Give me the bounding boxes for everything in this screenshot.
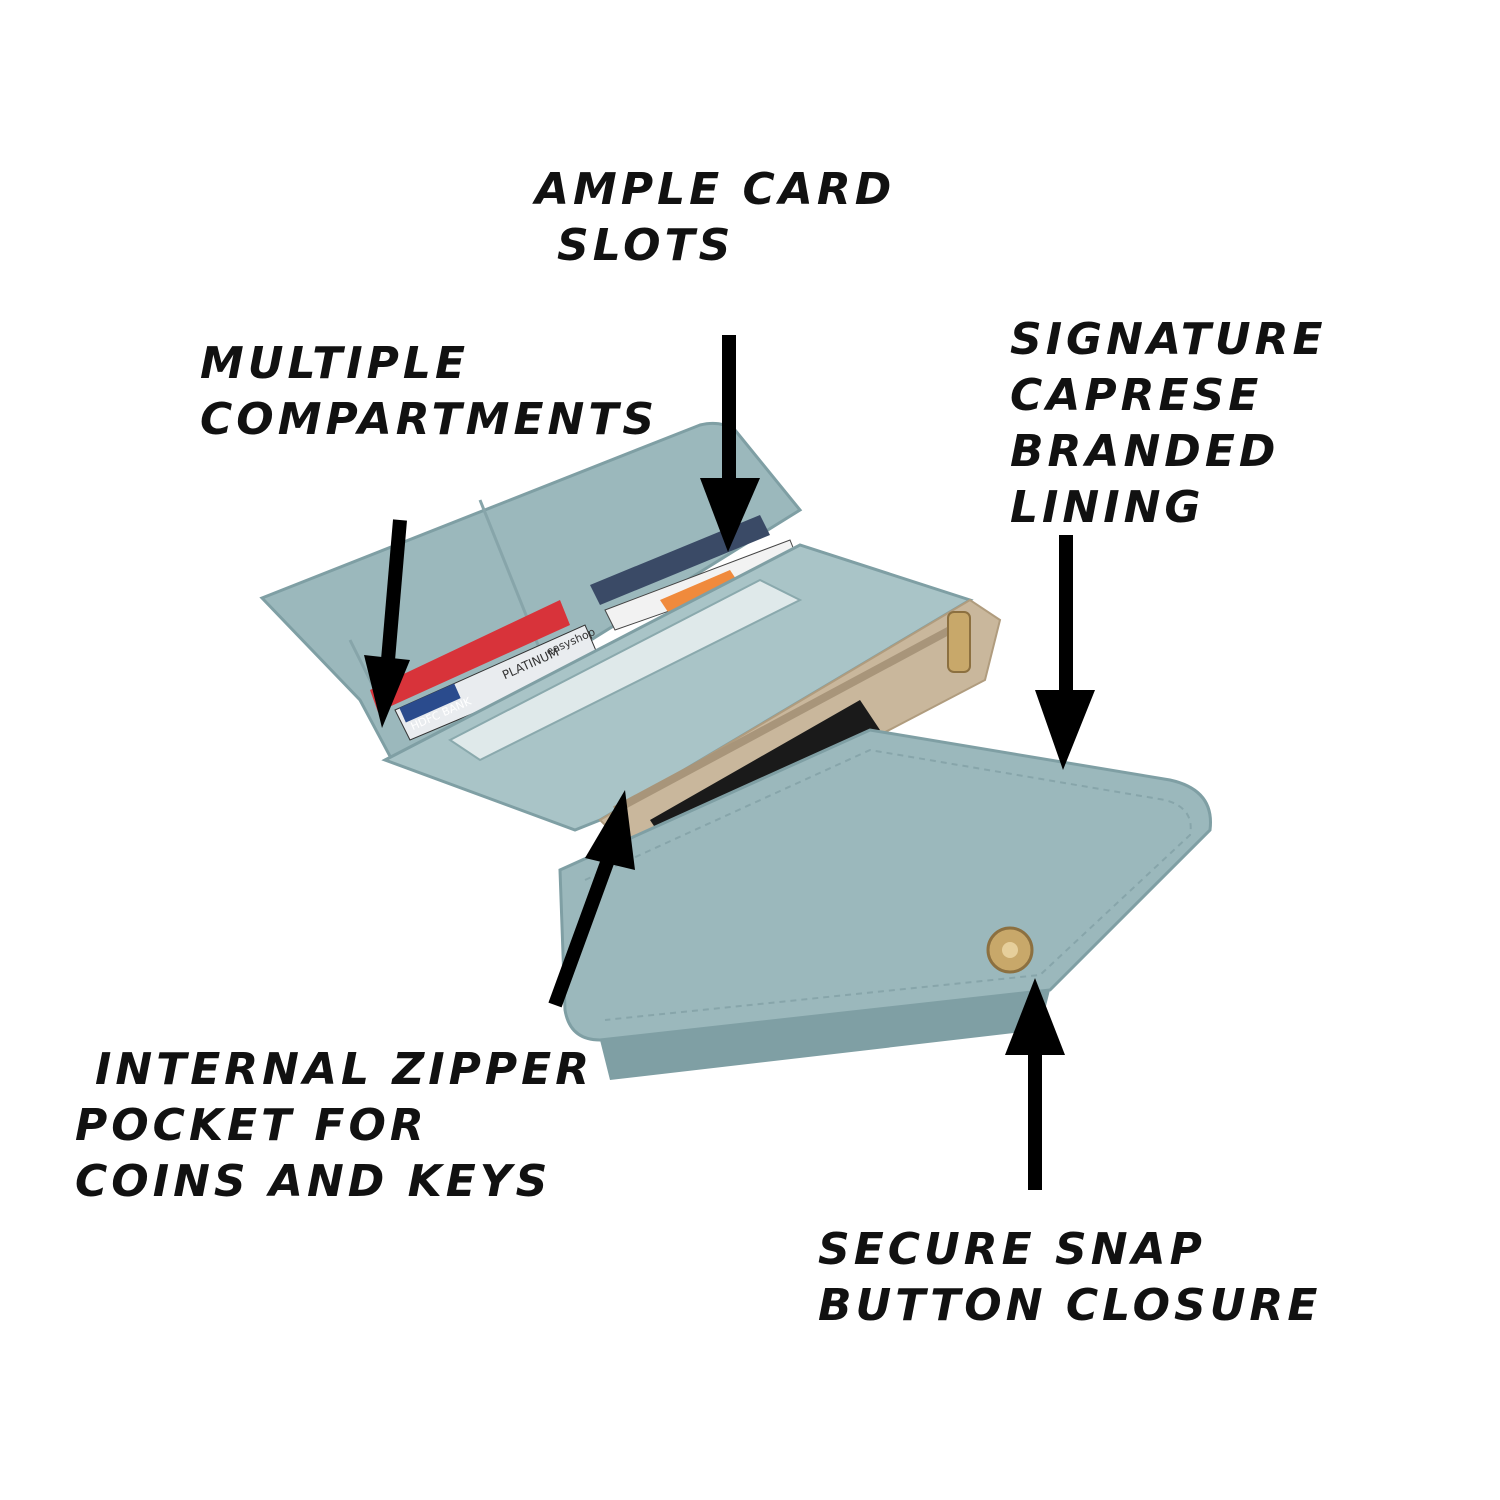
wallet-front-flap <box>558 728 1212 1042</box>
callout-internal-zipper: INTERNAL ZIPPER POCKET FOR COINS AND KEY… <box>75 1042 593 1210</box>
callout-snap-closure: SECURE SNAP BUTTON CLOSURE <box>818 1222 1321 1334</box>
callout-line: CAPRESE <box>1010 370 1263 421</box>
callout-signature-lining: SIGNATURE CAPRESE BRANDED LINING <box>1010 312 1327 536</box>
callout-line: COMPARTMENTS <box>200 394 659 445</box>
callout-ample-card-slots: AMPLE CARD SLOTS <box>535 162 895 274</box>
arrow-signature-lining <box>1035 535 1095 770</box>
arrow-internal-zipper <box>548 790 635 1008</box>
callout-line: BUTTON CLOSURE <box>818 1280 1322 1331</box>
callout-multiple-compartments: MULTIPLE COMPARTMENTS <box>200 336 658 448</box>
callout-line: INTERNAL ZIPPER <box>95 1044 594 1095</box>
callout-line: LINING <box>1010 482 1205 533</box>
middle-compartment-window <box>448 578 803 762</box>
arrow-snap-closure <box>1005 978 1065 1190</box>
zipper-pull <box>947 611 971 673</box>
arrow-multiple-compartments <box>364 519 410 728</box>
callout-line: POCKET FOR <box>75 1100 428 1151</box>
callout-line: BRANDED <box>1010 426 1280 477</box>
snap-button-icon <box>986 926 1034 974</box>
wallet-base-panel <box>600 990 1050 1080</box>
callout-line: AMPLE CARD <box>535 164 896 215</box>
callout-line: SLOTS <box>557 220 735 271</box>
callout-line: SIGNATURE <box>1010 314 1327 365</box>
callout-line: MULTIPLE <box>200 338 469 389</box>
callout-line: SECURE SNAP <box>818 1224 1206 1275</box>
zipper-track <box>613 626 952 814</box>
callout-line: COINS AND KEYS <box>75 1156 552 1207</box>
wallet-flap-stitch <box>584 748 1192 1021</box>
arrow-ample-card-slots <box>700 335 760 552</box>
